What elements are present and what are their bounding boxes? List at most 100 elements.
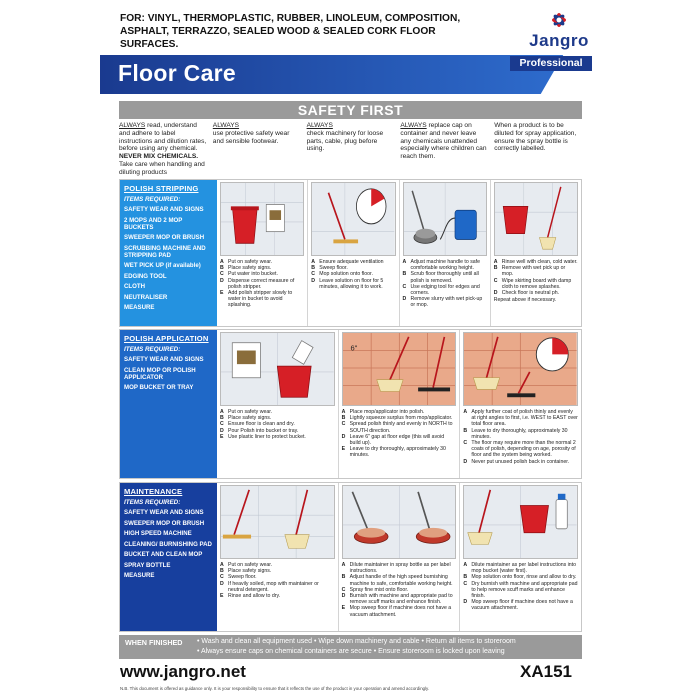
item: MEASURE	[124, 572, 155, 579]
safety-col-1: ALWAYS read, understand and adhere to la…	[119, 122, 207, 176]
safety-col-3: ALWAYS check machinery for loose parts, …	[306, 122, 384, 153]
step-text: Lightly squeeze surplus from mop/applica…	[349, 415, 453, 422]
maintenance-section: MAINTENANCE ITEMS REQUIRED: SAFETY WEAR …	[119, 482, 582, 632]
step-letter: B	[402, 271, 407, 278]
step-text: Place safety signs.	[228, 568, 272, 575]
step-text: Mop solution onto floor, rinse and allow…	[471, 574, 577, 581]
product-code: XA151	[520, 662, 572, 681]
step-text: Put on safety wear.	[228, 409, 273, 415]
step-letter: D	[220, 580, 224, 587]
step-text: Place safety signs.	[228, 265, 272, 272]
repeat-note: Repeat above if necessary.	[493, 297, 557, 304]
polish-application-section: POLISH APPLICATION ITEMS REQUIRED: SAFET…	[119, 329, 582, 479]
step-letter: C	[341, 586, 346, 593]
step-text: Rinse and allow to dry.	[228, 593, 281, 600]
step-letter: C	[341, 421, 346, 428]
item: MEASURE	[124, 304, 155, 311]
step-text: Leave solution on floor for 5 minutes, a…	[319, 277, 384, 290]
safety-col-5: When a product is to be diluted for spra…	[494, 122, 577, 153]
step-letter: E	[220, 433, 224, 440]
jangro-logo: Jangro	[514, 8, 604, 52]
maintenance-sidebar: MAINTENANCE ITEMS REQUIRED: SAFETY WEAR …	[120, 483, 217, 631]
items-required-label: ITEMS REQUIRED:	[124, 196, 181, 203]
website-url: www.jangro.net	[120, 662, 246, 681]
burnisher-illustration	[341, 485, 457, 559]
step-text: Leave 6" gap at floor edge (this will av…	[349, 433, 445, 447]
step-letter: C	[311, 271, 315, 278]
step-text: Adjust handle of the high speed burnishi…	[349, 574, 453, 587]
item: SPRAY BOTTLE	[124, 561, 171, 569]
item: 2 MOPS AND 2 MOP BUCKETS	[124, 216, 183, 231]
application-sidebar: POLISH APPLICATION ITEMS REQUIRED: SAFET…	[120, 330, 217, 478]
step-text: Check floor is neutral ph.	[501, 290, 560, 297]
disclaimer-note: N.B. This document is offered as guidanc…	[120, 686, 430, 691]
step-letter: D	[341, 433, 346, 440]
title-banner: Floor Care	[100, 55, 592, 94]
item: SWEEPER MOP OR BRUSH	[124, 519, 205, 527]
step-letter: E	[220, 290, 224, 297]
step-text: Remove with wet pick up or mop.	[501, 265, 566, 278]
item: EDGING TOOL	[124, 272, 167, 280]
item: SAFETY WEAR AND SIGNS	[124, 356, 204, 363]
step-letter: B	[341, 574, 346, 581]
step-text: Spray fine mist onto floor.	[349, 586, 409, 593]
application-title: POLISH APPLICATION	[124, 334, 209, 343]
step-letter: A	[220, 259, 224, 265]
mop-bucket-spray-illustration	[463, 485, 579, 559]
safety-columns: ALWAYS read, understand and adhere to la…	[119, 122, 582, 178]
step-text: Never put unused polish back in containe…	[471, 458, 570, 465]
step-letter: A	[341, 562, 346, 568]
step-text: Dilute maintainer in spray bottle as per…	[349, 562, 451, 575]
rinse-mop-illustration	[493, 182, 578, 256]
item: SCRUBBING MACHINE AND STRIPPING PAD	[124, 244, 206, 259]
step-text: Adjust machine handle to safe comfortabl…	[410, 259, 481, 272]
step-text: Put water into bucket.	[228, 271, 278, 278]
step-text: Mop sweep floor if machine does not have…	[471, 599, 573, 612]
step-text: Sweep floor.	[228, 574, 257, 581]
sweep-mop-illustration	[220, 485, 335, 559]
step-letter: A	[341, 409, 346, 415]
step-letter: A	[463, 409, 468, 415]
item: MOP BUCKET OR TRAY	[124, 384, 194, 391]
step-text: Use edging tool for edges and corners.	[410, 283, 480, 297]
step-letter: A	[311, 259, 315, 265]
step-letter: D	[493, 290, 498, 297]
page-title: Floor Care	[118, 60, 237, 86]
item: SAFETY WEAR AND SIGNS	[124, 206, 204, 213]
brand-name: Jangro	[529, 31, 589, 50]
item: SAFETY WEAR AND SIGNS	[124, 509, 204, 516]
step-letter: A	[220, 409, 224, 415]
finished-line-1: • Wash and clean all equipment used • Wi…	[197, 638, 516, 645]
item: CLEANING/ BURNISHING PAD	[124, 540, 212, 548]
step-text: Add polish stripper slowly to water in b…	[228, 290, 293, 309]
